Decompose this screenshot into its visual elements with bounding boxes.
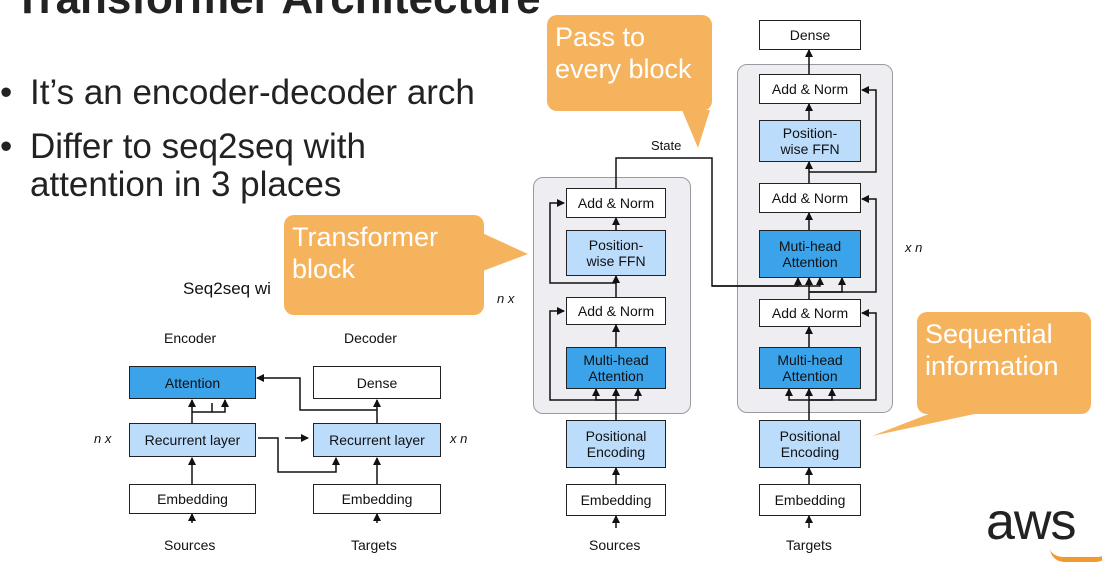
seq2seq-dense-box: Dense (313, 366, 441, 399)
decoder-cross-attention: Muti-head Attention (759, 230, 861, 278)
aws-smile-icon (1050, 548, 1102, 562)
encoder-label: Encoder (164, 330, 217, 346)
encoder-positional-encoding: Positional Encoding (566, 420, 666, 468)
pass-to-every-block-callout: Pass to every block (547, 15, 712, 111)
decoder-dense: Dense (759, 20, 861, 50)
encoder-add-norm-bottom: Add & Norm (566, 297, 666, 325)
transformer-decoder-repeat: x n (905, 240, 923, 255)
transformer-targets-label: Targets (786, 537, 832, 553)
encoder-recurrent-layer: Recurrent layer (129, 423, 256, 457)
encoder-multihead-attention: Multi-head Attention (566, 347, 666, 389)
encoder-repeat-label: n x (94, 431, 112, 446)
bullet-list: • It’s an encoder-decoder arch • Differ … (0, 74, 560, 220)
state-label: State (651, 138, 682, 153)
decoder-self-attention: Multi-head Attention (759, 347, 861, 389)
decoder-positional-encoding: Positional Encoding (759, 420, 861, 468)
decoder-embedding: Embedding (759, 484, 861, 516)
attention-box: Attention (129, 366, 256, 399)
seq2seq-caption: Seq2seq wi (183, 279, 271, 298)
decoder-add-norm-middle: Add & Norm (759, 183, 861, 213)
bullet-text: It’s an encoder-decoder arch (30, 73, 475, 112)
transformer-sources-label: Sources (589, 537, 641, 553)
sequential-information-callout: Sequential information (917, 312, 1091, 414)
aws-logo: aws (986, 493, 1076, 551)
bullet-dot: • (0, 73, 13, 112)
seq2seq-decoder-embedding: Embedding (313, 484, 441, 514)
seq2seq-targets-label: Targets (351, 537, 397, 553)
bullet-dot: • (0, 127, 13, 166)
bullet-item: • Differ to seq2seq with attention in 3 … (0, 128, 560, 204)
encoder-add-norm-top: Add & Norm (566, 188, 666, 218)
decoder-ffn: Position- wise FFN (759, 120, 861, 162)
bullet-text: Differ to seq2seq with attention in 3 pl… (30, 127, 366, 204)
decoder-add-norm-bottom: Add & Norm (759, 299, 861, 327)
seq2seq-sources-label: Sources (164, 537, 216, 553)
encoder-embedding: Embedding (566, 484, 666, 516)
transformer-block-callout: Transformer block (284, 215, 484, 315)
decoder-label: Decoder (344, 330, 397, 346)
decoder-recurrent-layer: Recurrent layer (313, 423, 441, 457)
slide-title: Transformer Architecture (14, 0, 541, 24)
seq2seq-encoder-embedding: Embedding (129, 484, 256, 514)
encoder-ffn: Position- wise FFN (566, 230, 666, 276)
decoder-add-norm-top: Add & Norm (759, 74, 861, 104)
transformer-encoder-repeat: n x (497, 291, 515, 306)
decoder-repeat-label: x n (450, 431, 468, 446)
bullet-item: • It’s an encoder-decoder arch (0, 74, 560, 112)
